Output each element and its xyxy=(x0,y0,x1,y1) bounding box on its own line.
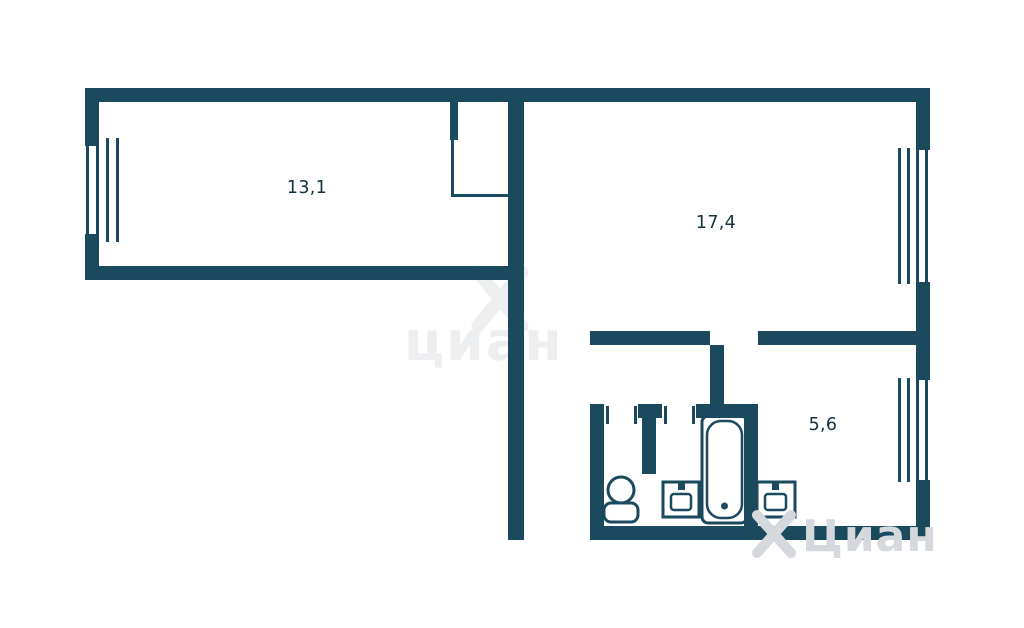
niche-line-vertical xyxy=(451,140,454,197)
room-kitchen-area-label: 5,6 xyxy=(809,415,838,435)
kitchen-sink-icon xyxy=(755,480,797,519)
wc-door-jamb-left xyxy=(606,406,609,424)
wall-top xyxy=(85,88,930,102)
wall-left-upper xyxy=(85,88,99,146)
wall-room2-bottom-left xyxy=(590,331,710,345)
cian-logo-mark xyxy=(752,510,796,558)
watermark-brand-text: Циан xyxy=(802,511,938,562)
wc-door-jamb-right xyxy=(634,406,637,424)
wall-room1-bottom xyxy=(85,266,524,280)
wall-room2-bottom-right xyxy=(758,331,916,345)
wall-middle-vertical xyxy=(508,88,524,540)
watermark-center-text: циан xyxy=(404,310,564,373)
walls xyxy=(85,88,930,540)
wall-bottom xyxy=(590,526,916,540)
bathtub-icon xyxy=(700,414,749,525)
room-labels: 13,1 17,4 5,6 xyxy=(287,178,837,435)
wall-right-lower xyxy=(916,480,930,540)
watermark-brand: Циан xyxy=(752,510,938,562)
wall-right-upper xyxy=(916,88,930,150)
room-bedroom-area-label: 17,4 xyxy=(696,213,736,233)
niche-wall-stub xyxy=(450,102,458,140)
niche-line-horizontal xyxy=(451,194,508,197)
fixtures xyxy=(602,414,797,525)
toilet-icon xyxy=(602,475,640,524)
bath-door-jamb-right xyxy=(692,406,695,424)
wall-wc-left xyxy=(590,404,604,526)
room-living-area-label: 13,1 xyxy=(287,178,327,198)
window-left xyxy=(86,138,119,242)
wall-wc-bath-divider xyxy=(642,404,656,474)
window-right-lower xyxy=(898,378,928,482)
watermark-center: циан xyxy=(404,265,564,373)
wall-right-middle xyxy=(916,282,930,380)
window-right-upper xyxy=(898,148,928,284)
sink-icon xyxy=(661,480,701,519)
wall-kitchen-door-stub xyxy=(710,345,724,404)
bath-door-jamb-left xyxy=(664,406,667,424)
